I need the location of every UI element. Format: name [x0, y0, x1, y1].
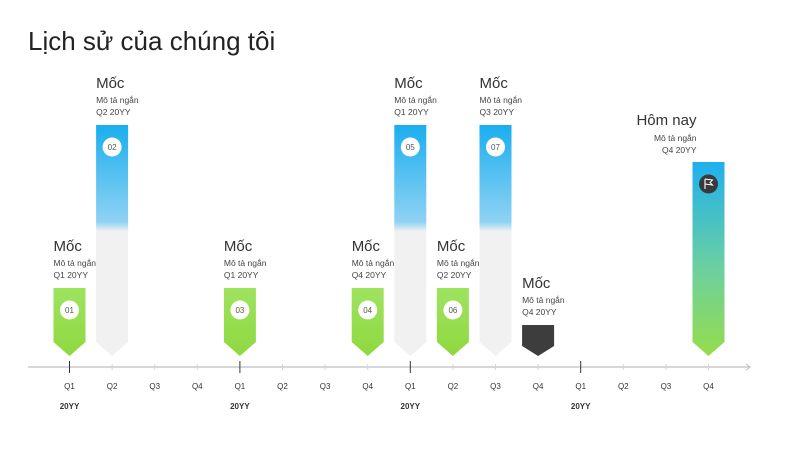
milestone-number-badge [400, 137, 420, 157]
milestone-marker [522, 325, 555, 356]
milestone-m5: 05 Mốc Mô tả ngắn Q1 20YY [394, 75, 437, 356]
milestone-description: Mô tả ngắn [394, 95, 437, 105]
milestone-description: Mô tả ngắn [352, 258, 395, 268]
badge-number: 03 [235, 306, 244, 315]
milestone-date: Q1 20YY [394, 107, 429, 117]
milestone-title: Mốc [224, 238, 253, 255]
milestone-description: Mô tả ngắn [522, 295, 565, 305]
quarter-label: Q3 [661, 382, 672, 391]
year-label: 20YY [401, 402, 421, 411]
milestone-number-badge [358, 300, 378, 320]
badge-number: 04 [363, 306, 372, 315]
quarter-label: Q3 [320, 382, 331, 391]
quarter-label: Q1 [575, 382, 586, 391]
milestone-number-badge [60, 300, 79, 320]
badge-number: 05 [406, 143, 415, 152]
axis-arrow-icon [745, 363, 751, 371]
flag-icon [704, 178, 714, 189]
milestone-number-badge [486, 137, 505, 157]
milestone-number-badge [443, 300, 463, 320]
badge-number: 06 [448, 306, 457, 315]
quarter-label: Q3 [490, 382, 501, 391]
milestone-title: Mốc [522, 275, 551, 292]
year-label: 20YY [60, 402, 80, 411]
milestone-title: Mốc [96, 75, 125, 92]
milestone-marker [223, 288, 256, 356]
milestone-title: Mốc [437, 238, 466, 255]
milestone-title: Mốc [394, 75, 423, 92]
milestone-description: Mô tả ngắn [54, 258, 97, 268]
quarter-label: Q3 [149, 382, 160, 391]
quarter-label: Q1 [405, 382, 416, 391]
quarter-label: Q4 [192, 382, 203, 391]
milestone-m7: 07 Mốc Mô tả ngắn Q3 20YY [479, 75, 523, 356]
milestone-date: Q3 20YY [480, 107, 515, 117]
quarter-label: Q2 [618, 382, 629, 391]
milestone-marker [394, 125, 427, 356]
milestone-description: Mô tả ngắn [480, 95, 523, 105]
badge-number: 01 [65, 306, 74, 315]
year-label: 20YY [571, 402, 591, 411]
milestone-m4: 04 Mốc Mô tả ngắn Q4 20YY [351, 238, 395, 356]
milestone-m6: 06 Mốc Mô tả ngắn Q2 20YY [436, 238, 480, 356]
milestone-marker [53, 288, 86, 356]
quarter-label: Q1 [64, 382, 75, 391]
quarter-label: Q4 [703, 382, 714, 391]
milestone-marker [96, 125, 129, 356]
milestone-description: Mô tả ngắn [437, 258, 480, 268]
milestone-date: Q4 20YY [662, 145, 697, 155]
milestone-number-badge [230, 300, 250, 320]
milestone-marker [692, 162, 725, 356]
milestone-marker [479, 125, 512, 356]
milestone-m8: Mốc Mô tả ngắn Q4 20YY [522, 275, 565, 356]
milestone-date: Q4 20YY [352, 270, 387, 280]
quarter-label: Q2 [277, 382, 288, 391]
milestone-title: Mốc [352, 238, 381, 255]
badge-number: 07 [491, 143, 500, 152]
milestone-m3: 03 Mốc Mô tả ngắn Q1 20YY [223, 238, 267, 356]
milestone-title: Mốc [54, 238, 83, 255]
milestone-marker [351, 288, 384, 356]
quarter-label: Q2 [448, 382, 459, 391]
year-label: 20YY [230, 402, 250, 411]
milestone-date: Q2 20YY [96, 107, 131, 117]
milestone-title: Hôm nay [636, 112, 697, 129]
quarter-label: Q4 [362, 382, 373, 391]
milestone-date: Q4 20YY [522, 307, 557, 317]
milestone-description: Mô tả ngắn [224, 258, 267, 268]
milestone-m1: 01 Mốc Mô tả ngắn Q1 20YY [53, 238, 97, 356]
quarter-label: Q4 [533, 382, 544, 391]
timeline-axis: Q1 Q2 Q3 Q4 Q1 Q2 Q3 Q4 Q1 Q2 Q3 Q4 Q1 Q2 Q3 Q4 20YY 20YY… [28, 361, 751, 411]
milestone-date: Q1 20YY [224, 270, 259, 280]
milestone-marker [436, 288, 469, 356]
quarter-label: Q1 [235, 382, 246, 391]
milestone-number-badge [102, 137, 122, 157]
milestone-date: Q2 20YY [437, 270, 472, 280]
page-title: Lịch sử của chúng tôi [28, 26, 276, 56]
badge-number: 02 [108, 143, 117, 152]
milestone-m2: 02 Mốc Mô tả ngắn Q2 20YY [96, 75, 139, 356]
milestone-description: Mô tả ngắn [96, 95, 139, 105]
quarter-label: Q2 [107, 382, 118, 391]
milestone-date: Q1 20YY [54, 270, 89, 280]
milestone-description: Mô tả ngắn [654, 133, 697, 143]
milestone-title: Mốc [480, 75, 509, 92]
milestone-m9: Hôm nay Mô tả ngắn Q4 20YY [636, 112, 725, 356]
